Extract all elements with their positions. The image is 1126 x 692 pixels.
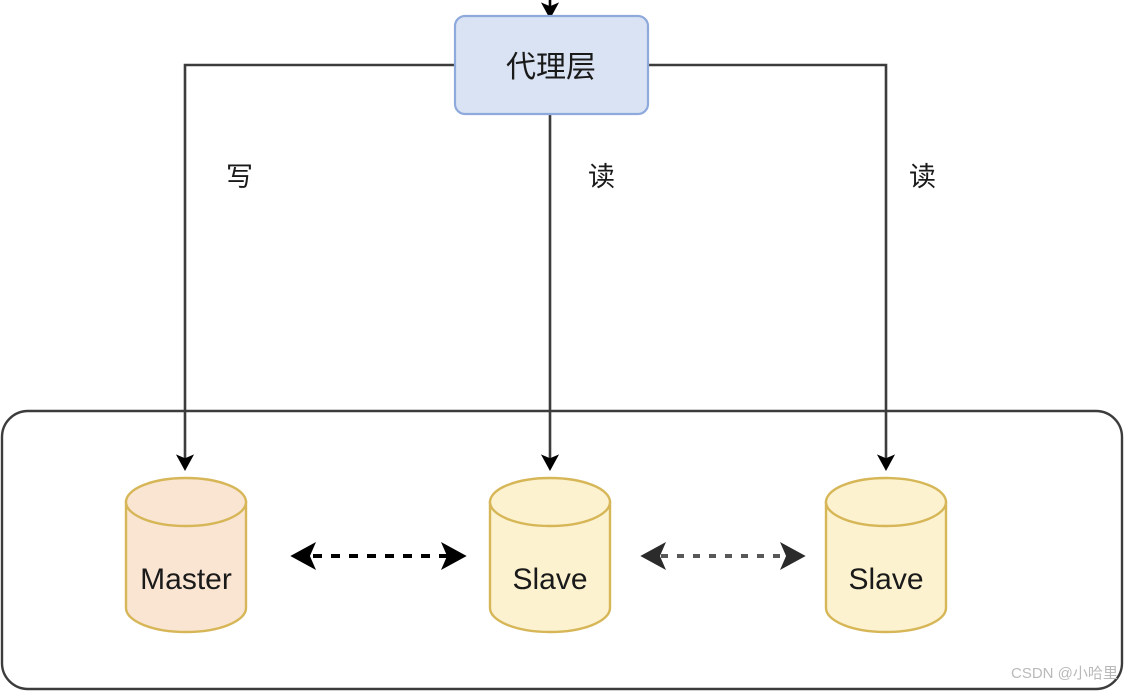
proxy-layer-node[interactable] — [453, 14, 650, 116]
proxy-left-branch-connector — [175, 63, 455, 472]
edge-label-read-right: 读 — [909, 162, 936, 192]
watermark-label: CSDN @小哈里 — [1011, 665, 1118, 682]
master-cylinder-top — [124, 476, 248, 528]
edge-label-read-middle: 读 — [588, 162, 615, 192]
database-node-slave-1[interactable]: Slave — [488, 476, 612, 634]
master-label: Master — [140, 563, 232, 596]
database-node-master[interactable]: Master — [124, 476, 248, 634]
slave-1-label: Slave — [512, 563, 587, 596]
edge-label-write: 写 — [226, 162, 253, 192]
slave-2-label: Slave — [848, 563, 923, 596]
slave-1-cylinder-top — [488, 476, 612, 528]
slave-2-cylinder-body — [824, 500, 948, 634]
proxy-layer-label: 代理层 — [506, 51, 596, 84]
slave-1-cylinder-body — [488, 500, 612, 634]
database-group-container — [0, 409, 1124, 691]
proxy-right-branch-connector — [648, 63, 896, 472]
slave-2-cylinder-top — [824, 476, 948, 528]
database-node-slave-2[interactable]: Slave — [824, 476, 948, 634]
master-cylinder-body — [124, 500, 248, 634]
